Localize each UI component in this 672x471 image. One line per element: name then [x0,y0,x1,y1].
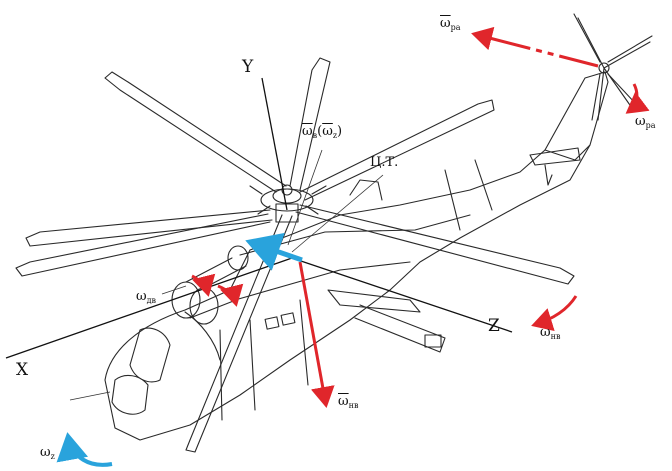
axis-x-label: X [16,360,29,380]
rotor-hub [249,184,327,223]
omega-z-rotation-arrow [56,432,113,467]
axis-z-label: Z [488,316,500,336]
omega-ra-right-label: ωра [635,114,656,130]
axis-y-label: Y [242,57,254,77]
axis-x-line [5,257,293,359]
omega-dv-rotation-arrow-2 [217,283,244,307]
omega-dv-label: ωдв [136,289,157,305]
omega-nv-arrow [298,261,335,408]
blue-vectors [56,232,303,467]
omega-b-label: ωв(ωz) [302,124,343,140]
omega-dv-leader [161,285,187,295]
omega-ra-arrow [471,26,599,68]
body-axes [5,77,513,359]
axis-z-line [291,257,513,333]
omega-nv-rotation-arrow [531,295,578,332]
omega-b-leader [287,149,323,246]
red-vectors [191,26,650,408]
omega-nv-bottom-label: ωнв [338,394,359,410]
omega-dv-rotation-arrow-1 [191,273,216,297]
engine-intakes [171,245,249,325]
axis-y-line [261,77,288,211]
omega-ra-top-label: ωра [440,16,461,32]
cg-leader [291,174,384,253]
omega-ra-rotation-arrow [625,83,650,114]
omega-x-vector [245,232,303,271]
omega-nv-right-label: ωнв [540,325,561,341]
cg-label: Ц.Т. [370,155,399,170]
tail-rotor [573,13,653,121]
omega-z-label: ωz [40,445,55,461]
